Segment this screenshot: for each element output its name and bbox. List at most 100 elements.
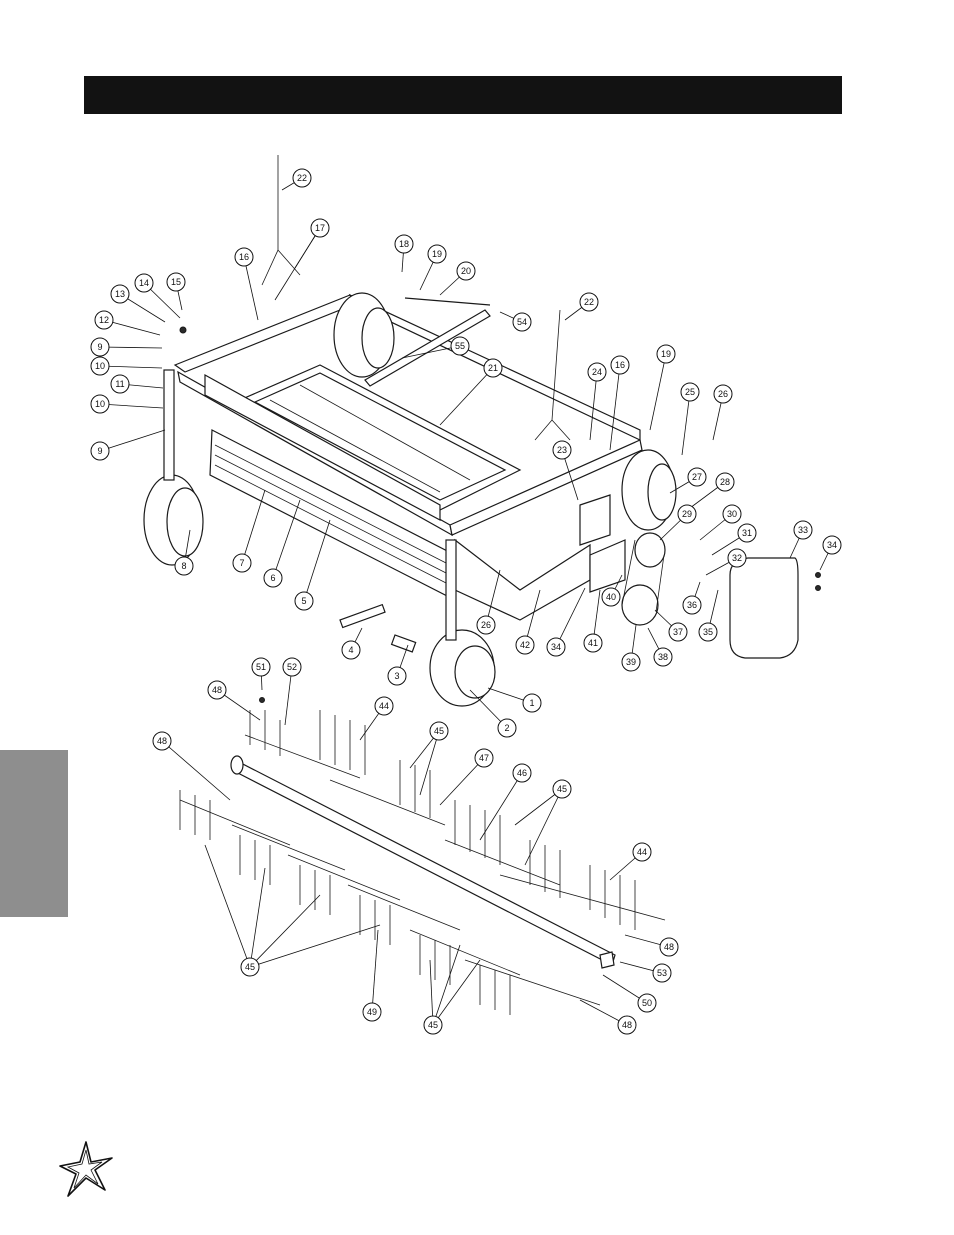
callout-circle	[240, 957, 260, 977]
callout-circle	[713, 384, 733, 404]
callout-48: 48	[659, 937, 679, 957]
callout-circle	[552, 440, 572, 460]
callout-39: 39	[621, 652, 641, 672]
callout-number: 39	[626, 657, 636, 667]
callout-circle	[483, 358, 503, 378]
callout-circle	[476, 615, 496, 635]
callout-number: 27	[692, 472, 702, 482]
callout-37: 37	[668, 622, 688, 642]
callout-31: 31	[737, 523, 757, 543]
callout-6: 6	[263, 568, 283, 588]
callout-46: 46	[512, 763, 532, 783]
callout-2: 2	[497, 718, 517, 738]
callout-34: 34	[822, 535, 842, 555]
callout-number: 34	[551, 642, 561, 652]
callout-circle	[637, 993, 657, 1013]
callout-circle	[552, 779, 572, 799]
callout-number: 26	[481, 620, 491, 630]
callout-number: 48	[622, 1020, 632, 1030]
callout-number: 29	[682, 509, 692, 519]
callout-number: 20	[461, 266, 471, 276]
callout-number: 54	[517, 317, 527, 327]
callout-number: 38	[658, 652, 668, 662]
callout-25: 25	[680, 382, 700, 402]
callout-circle	[394, 234, 414, 254]
callout-number: 24	[592, 367, 602, 377]
callout-circle	[90, 356, 110, 376]
callout-53: 53	[652, 963, 672, 983]
callout-number: 45	[434, 726, 444, 736]
leader-lines	[99, 177, 833, 1026]
callout-24: 24	[587, 362, 607, 382]
callout-number: 35	[703, 627, 713, 637]
callout-44: 44	[374, 696, 394, 716]
callout-22: 22	[579, 292, 599, 312]
callout-number: 5	[301, 596, 306, 606]
callout-18: 18	[394, 234, 414, 254]
callout-circle	[610, 355, 630, 375]
callout-number: 34	[827, 540, 837, 550]
callout-circle	[522, 693, 542, 713]
callout-circle	[668, 622, 688, 642]
callout-49: 49	[362, 1002, 382, 1022]
callout-circle	[374, 696, 394, 716]
callout-circle	[512, 763, 532, 783]
callout-54: 54	[512, 312, 532, 332]
callout-circle	[512, 312, 532, 332]
callout-22: 22	[292, 168, 312, 188]
callout-33: 33	[793, 520, 813, 540]
callout-circle	[134, 273, 154, 293]
callout-circle	[652, 963, 672, 983]
callout-36: 36	[682, 595, 702, 615]
tine-groups	[179, 710, 666, 1015]
callout-circle	[698, 622, 718, 642]
callout-number: 52	[287, 662, 297, 672]
callout-circle	[207, 680, 227, 700]
callout-number: 21	[488, 363, 498, 373]
callout-circle	[90, 441, 110, 461]
header-bar	[84, 76, 842, 114]
callout-number: 45	[245, 962, 255, 972]
callout-number: 37	[673, 627, 683, 637]
callout-circle	[232, 553, 252, 573]
callout-number: 13	[115, 289, 125, 299]
callout-16: 16	[234, 247, 254, 267]
callout-circle	[727, 548, 747, 568]
callout-number: 46	[517, 768, 527, 778]
callout-number: 7	[239, 558, 244, 568]
callout-48: 48	[207, 680, 227, 700]
callout-circle	[251, 657, 271, 677]
callout-number: 48	[212, 685, 222, 695]
callout-circle	[234, 247, 254, 267]
callout-number: 16	[239, 252, 249, 262]
callout-38: 38	[653, 647, 673, 667]
callout-circle	[292, 168, 312, 188]
callout-circle	[294, 591, 314, 611]
callout-45: 45	[552, 779, 572, 799]
callout-48: 48	[617, 1015, 637, 1035]
callout-circle	[722, 504, 742, 524]
callout-number: 6	[270, 573, 275, 583]
callout-circle	[450, 336, 470, 356]
callout-number: 55	[455, 341, 465, 351]
callout-number: 14	[139, 278, 149, 288]
callout-8: 8	[174, 556, 194, 576]
callout-44: 44	[632, 842, 652, 862]
callout-27: 27	[687, 467, 707, 487]
callout-circle	[737, 523, 757, 543]
callout-20: 20	[456, 261, 476, 281]
callout-circle	[341, 640, 361, 660]
callout-number: 18	[399, 239, 409, 249]
callout-circle	[617, 1015, 637, 1035]
callout-circle	[682, 595, 702, 615]
callout-circle	[427, 244, 447, 264]
callout-3: 3	[387, 666, 407, 686]
callout-15: 15	[166, 272, 186, 292]
callout-number: 10	[95, 361, 105, 371]
callout-number: 25	[685, 387, 695, 397]
callout-7: 7	[232, 553, 252, 573]
callout-number: 53	[657, 968, 667, 978]
callout-10: 10	[90, 356, 110, 376]
